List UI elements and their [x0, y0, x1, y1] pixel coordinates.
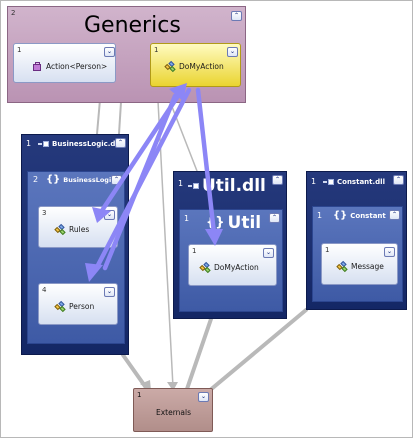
chevron-double-down-icon[interactable]: ⌄ — [104, 47, 115, 57]
externals-node[interactable]: 1 Externals ⌄ — [133, 388, 213, 432]
node-domyaction-util[interactable]: 1 DoMyAction ⌄ — [188, 244, 277, 286]
generics-collapse-icon[interactable]: ⌃ — [231, 11, 242, 21]
interface-icon — [31, 61, 43, 72]
business-number: 1 — [26, 139, 32, 148]
namespace-number: 1 — [184, 214, 190, 223]
node-number: 4 — [42, 286, 47, 294]
chevron-double-down-icon[interactable]: ⌄ — [384, 247, 395, 257]
constant-dll-container[interactable]: 1 Constant.dll ⌃ 1 {} Constant ⌃ 1 Messa… — [306, 171, 407, 310]
business-title: BusinessLogic.dll — [52, 140, 121, 148]
node-number: 3 — [42, 209, 47, 217]
namespace-icon: {} — [333, 210, 348, 221]
chevron-double-down-icon[interactable]: ⌄ — [104, 210, 115, 220]
link-generics-to-business — [118, 101, 122, 135]
generics-number: 2 — [11, 9, 16, 17]
node-label: Person — [69, 302, 95, 311]
node-label: Rules — [69, 225, 90, 234]
node-number: 1 — [17, 46, 22, 54]
class-icon — [199, 261, 211, 274]
businesslogic-namespace[interactable]: 2 {} BusinessLogic ⌃ 3 Rules ⌄ 4 Person — [27, 171, 125, 344]
node-message[interactable]: 1 Message ⌄ — [321, 243, 398, 285]
node-action-person[interactable]: 1 Action<Person> ⌄ — [13, 43, 116, 83]
constant-number: 1 — [311, 177, 317, 186]
chevron-double-up-icon[interactable]: ⌃ — [272, 175, 283, 185]
node-number: 1 — [192, 247, 197, 255]
chevron-double-up-icon[interactable]: ⌃ — [393, 175, 404, 185]
util-dll-container[interactable]: 1 Util.dll ⌃ 1 {} Util ⌃ 1 DoMyAction ⌄ — [173, 171, 287, 319]
class-icon — [54, 300, 66, 313]
class-icon — [164, 60, 176, 73]
generics-title: Generics — [84, 13, 181, 38]
class-icon — [336, 260, 348, 273]
node-domyaction-generic[interactable]: 1 DoMyAction ⌄ — [150, 43, 241, 87]
node-number: 1 — [325, 246, 330, 254]
class-icon — [54, 223, 66, 236]
namespace-number: 1 — [317, 211, 323, 220]
link-generics-to-util — [168, 98, 198, 172]
chevron-double-up-icon[interactable]: ⌃ — [389, 210, 400, 220]
node-rules[interactable]: 3 Rules ⌄ — [38, 206, 118, 248]
namespace-title: Util — [227, 213, 262, 233]
namespace-title: Constant — [350, 212, 386, 220]
chevron-double-down-icon[interactable]: ⌄ — [198, 392, 209, 402]
chevron-double-down-icon[interactable]: ⌄ — [227, 47, 238, 57]
link-business-to-externals — [121, 353, 149, 391]
link-util-to-externals — [185, 317, 213, 391]
chevron-double-up-icon[interactable]: ⌃ — [269, 213, 280, 223]
constant-title: Constant.dll — [337, 178, 385, 186]
chevron-double-up-icon[interactable]: ⌃ — [111, 175, 122, 185]
node-label: Message — [351, 262, 384, 271]
link-constant-to-externals — [207, 308, 308, 393]
util-number: 1 — [178, 179, 184, 188]
node-label: DoMyAction — [179, 62, 224, 71]
businesslogic-dll-container[interactable]: 1 BusinessLogic.dll ⌃ 2 {} BusinessLogic… — [21, 134, 129, 355]
chevron-double-down-icon[interactable]: ⌄ — [263, 248, 274, 258]
assembly-icon — [323, 179, 334, 185]
generics-container[interactable]: 2 Generics ⌃ 1 Action<Person> ⌄ 1 DoMyAc… — [7, 6, 246, 103]
util-title: Util.dll — [202, 176, 266, 196]
chevron-double-up-icon[interactable]: ⌃ — [115, 138, 126, 148]
externals-label: Externals — [156, 408, 192, 417]
externals-number: 1 — [137, 391, 142, 399]
chevron-double-down-icon[interactable]: ⌄ — [104, 287, 115, 297]
namespace-number: 2 — [33, 175, 39, 184]
namespace-title: BusinessLogic — [63, 176, 116, 184]
assembly-icon — [38, 141, 49, 147]
node-person[interactable]: 4 Person ⌄ — [38, 283, 118, 325]
assembly-icon — [188, 183, 199, 189]
namespace-icon: {} — [206, 215, 225, 230]
constant-namespace[interactable]: 1 {} Constant ⌃ 1 Message ⌄ — [312, 206, 403, 302]
node-label: DoMyAction — [214, 263, 259, 272]
node-label: Action<Person> — [46, 62, 108, 71]
link-generics-to-externals — [157, 100, 174, 388]
namespace-icon: {} — [46, 174, 61, 185]
util-namespace[interactable]: 1 {} Util ⌃ 1 DoMyAction ⌄ — [179, 209, 283, 312]
node-number: 1 — [154, 46, 159, 54]
